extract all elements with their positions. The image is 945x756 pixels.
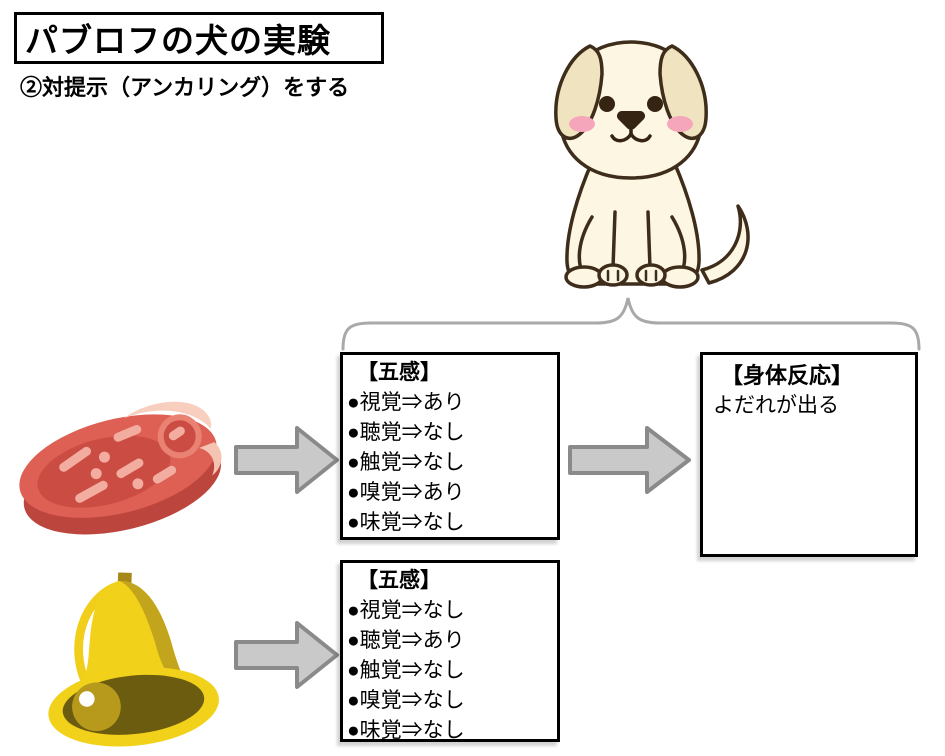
bell-icon [48, 572, 219, 747]
arrow-shape [234, 426, 339, 494]
sense-item: ●聴覚⇒あり [347, 629, 465, 652]
title-box: パブロフの犬の実験 [14, 12, 384, 64]
dog-illustration-icon [554, 40, 750, 289]
senses-box-bell: 【五感】 ●視覚⇒なし ●聴覚⇒あり ●触覚⇒なし ●嗅覚⇒なし ●味覚⇒なし [340, 560, 560, 742]
curly-brace-icon [341, 297, 921, 351]
sense-item: ●嗅覚⇒あり [347, 481, 465, 504]
right-arrow-icon-meat [234, 426, 339, 494]
sense-item: ●触覚⇒なし [347, 659, 465, 682]
arrow-shape [568, 426, 691, 494]
sense-item: ●嗅覚⇒なし [347, 689, 465, 712]
senses-box-meat-header: 【五感】 [357, 361, 441, 384]
response-text: よだれが出る [713, 394, 839, 417]
senses-box-bell-header: 【五感】 [357, 569, 441, 592]
right-arrow-icon-middle [568, 426, 691, 494]
subtitle: ②対提示（アンカリング）をする [20, 75, 350, 100]
right-arrow-icon-bell [234, 621, 339, 689]
response-box-header: 【身体反応】 [721, 363, 854, 388]
page-title: パブロフの犬の実験 [25, 22, 331, 59]
sense-item: ●触覚⇒なし [347, 451, 465, 474]
response-box: 【身体反応】 よだれが出る [700, 352, 918, 557]
sense-item: ●視覚⇒なし [347, 599, 465, 622]
arrow-shape [234, 621, 339, 689]
curly-brace-path [341, 297, 921, 351]
raw-meat-icon [19, 401, 222, 535]
sense-item: ●味覚⇒なし [347, 511, 465, 534]
sense-item: ●聴覚⇒なし [347, 421, 465, 444]
senses-box-meat: 【五感】 ●視覚⇒あり ●聴覚⇒なし ●触覚⇒なし ●嗅覚⇒あり ●味覚⇒なし [340, 352, 560, 540]
sense-item: ●味覚⇒なし [347, 719, 465, 742]
sense-item: ●視覚⇒あり [347, 391, 465, 414]
